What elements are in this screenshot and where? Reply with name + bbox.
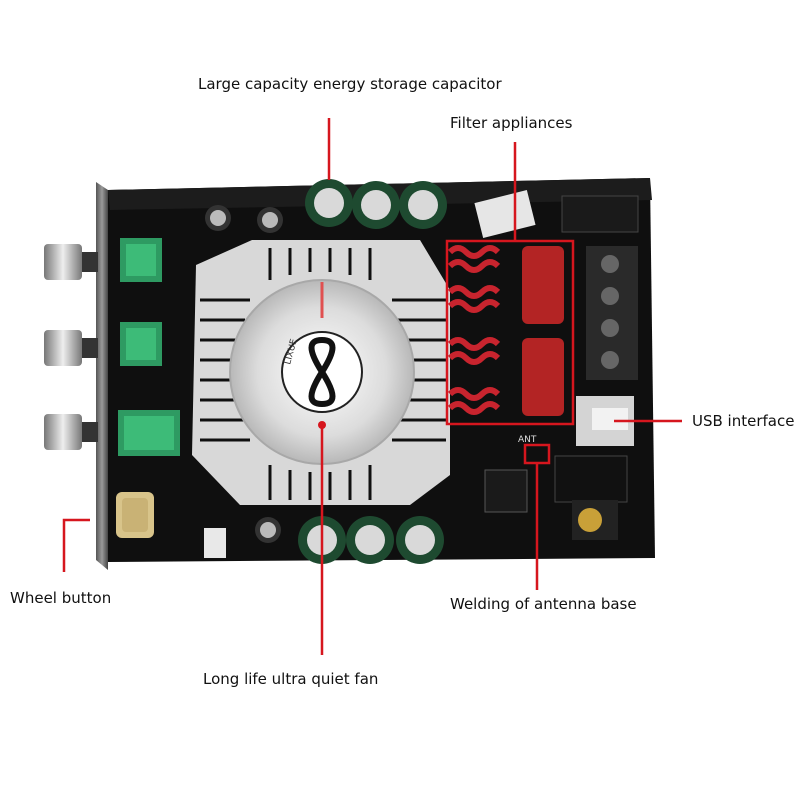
filter-capacitors xyxy=(522,246,564,416)
label-antenna: Welding of antenna base xyxy=(450,595,637,613)
front-panel-plate xyxy=(96,182,108,570)
callout-fan xyxy=(318,421,326,655)
cooling-fan xyxy=(229,279,415,465)
label-fan: Long life ultra quiet fan xyxy=(203,670,379,688)
dc-jack xyxy=(474,190,639,238)
trimmer-pots xyxy=(118,238,180,456)
potentiometer-knobs xyxy=(44,244,98,450)
knob-1 xyxy=(44,244,98,280)
label-wheel: Wheel button xyxy=(10,589,112,607)
label-capacitor: Large capacity energy storage capacitor xyxy=(198,75,502,93)
callout-filter xyxy=(445,142,575,426)
bluetooth-module xyxy=(484,455,628,540)
knob-3 xyxy=(44,414,98,450)
antenna-silkscreen: ANT xyxy=(518,435,537,445)
callout-antenna xyxy=(523,443,551,590)
top-capacitors xyxy=(205,179,447,233)
callout-wheel xyxy=(62,518,90,572)
wheel-button xyxy=(116,492,154,538)
speaker-terminals xyxy=(586,246,638,380)
label-filter: Filter appliances xyxy=(450,114,573,132)
knob-2 xyxy=(44,330,98,366)
label-usb: USB interface xyxy=(692,412,795,430)
filter-inductors xyxy=(447,245,501,415)
